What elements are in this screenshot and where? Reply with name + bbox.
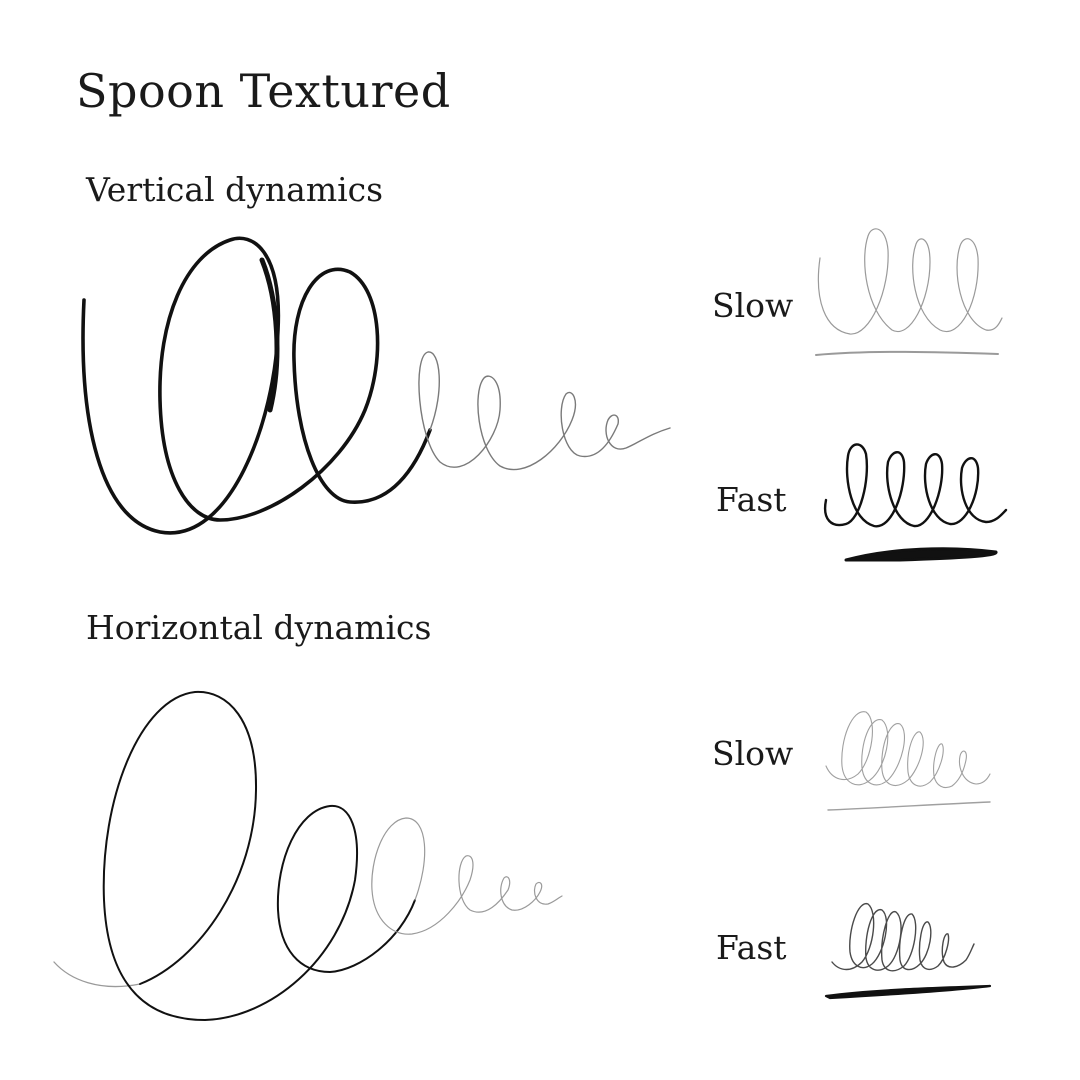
- horizontal-slow-label: Slow: [712, 734, 794, 773]
- horizontal-fast-loops: [831, 903, 975, 972]
- horizontal-fast-label: Fast: [716, 928, 787, 967]
- vertical-loop-stroke: [81, 236, 432, 535]
- section-heading-vertical: Vertical dynamics: [86, 170, 384, 209]
- horizontal-loop-stroke: [102, 690, 416, 1022]
- vertical-loop-stroke-faint: [418, 351, 671, 471]
- vertical-loop-stroke-bold: [259, 257, 280, 413]
- page-title: Spoon Textured: [76, 64, 451, 118]
- horizontal-loop-stroke-faint: [371, 817, 563, 935]
- vertical-slow-label: Slow: [712, 286, 794, 325]
- vertical-slow-loops: [817, 228, 1003, 335]
- vertical-slow-line: [815, 350, 999, 356]
- horizontal-slow-line: [827, 801, 991, 811]
- horizontal-slow-loops: [825, 711, 991, 789]
- vertical-fast-loops: [823, 443, 1008, 528]
- horizontal-fast-bar: [824, 984, 992, 1000]
- section-heading-horizontal: Horizontal dynamics: [86, 608, 432, 647]
- vertical-fast-bar: [844, 547, 998, 562]
- vertical-fast-label: Fast: [716, 480, 787, 519]
